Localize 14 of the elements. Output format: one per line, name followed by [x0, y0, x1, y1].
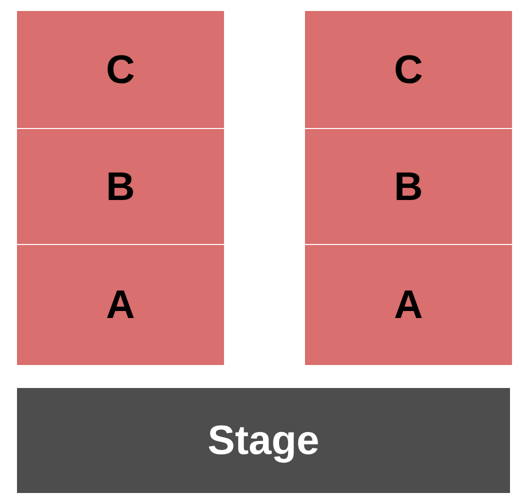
section-label: B	[394, 166, 423, 206]
seating-section	[305, 11, 512, 128]
seating-section	[305, 245, 512, 365]
section-label: B	[106, 166, 135, 206]
stage-label: Stage	[208, 420, 320, 461]
section-label: C	[394, 50, 423, 90]
seating-section	[305, 129, 512, 244]
section-label: C	[106, 50, 135, 90]
stage-area	[17, 388, 510, 493]
section-label: A	[106, 285, 135, 325]
seating-section	[17, 245, 224, 365]
seating-section	[17, 11, 224, 128]
seating-section	[17, 129, 224, 244]
section-label: A	[394, 285, 423, 325]
